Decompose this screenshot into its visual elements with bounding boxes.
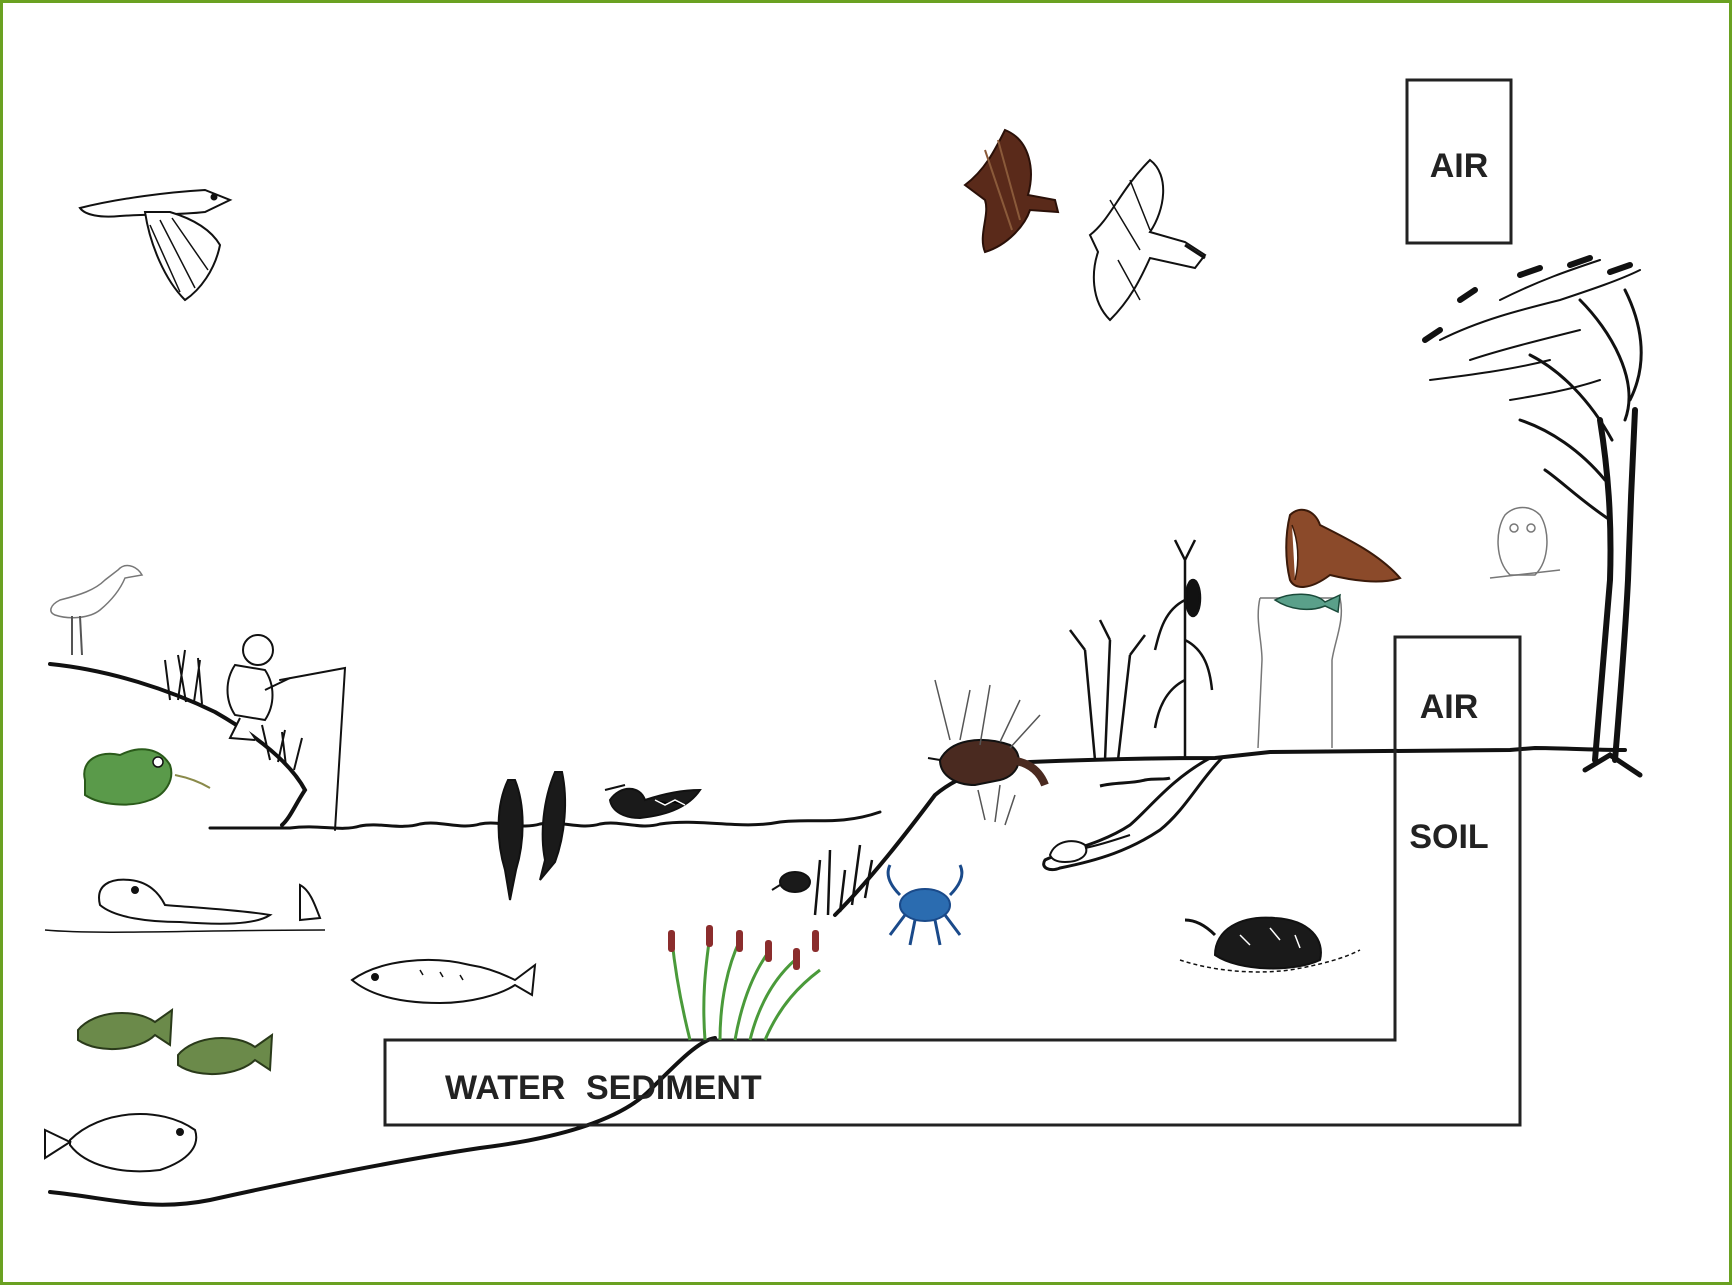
- turtle-icon: [772, 872, 810, 892]
- air-soil-water-box: [385, 637, 1520, 1125]
- mouse-burrow-icon: [1050, 835, 1130, 862]
- label-sediment: SEDIMENT: [586, 1069, 762, 1107]
- wheat-icon: [1070, 620, 1145, 760]
- fishing-line: [280, 668, 345, 830]
- duck-diving-icon: [499, 772, 565, 900]
- label-boxes: [385, 80, 1520, 1125]
- hawk-gray-icon: [1090, 160, 1205, 320]
- osprey-post: [1258, 598, 1341, 748]
- hawk-flying-icon: [80, 190, 230, 300]
- owl-icon: [1490, 508, 1560, 579]
- label-air-top: AIR: [1430, 147, 1489, 185]
- hawk-brown-icon: [965, 130, 1058, 252]
- corn-icon: [1155, 540, 1212, 758]
- raccoon-icon: [928, 740, 1045, 785]
- blue-crab-icon: [888, 865, 962, 945]
- flounder-icon: [45, 1114, 196, 1171]
- fisherman-icon: [228, 635, 291, 740]
- trout-icon: [352, 960, 535, 1003]
- cattail-icon: [668, 925, 820, 1040]
- earthworm-icon: [1100, 778, 1170, 786]
- label-soil: SOIL: [1409, 818, 1488, 856]
- frog-icon: [84, 749, 210, 804]
- snapping-turtle-nest-icon: [1180, 918, 1360, 972]
- osprey-icon: [1275, 510, 1400, 612]
- egret-icon: [51, 566, 142, 655]
- label-water: WATER: [445, 1069, 565, 1107]
- sunfish-icon: [78, 1010, 272, 1074]
- label-air: AIR: [1420, 688, 1479, 726]
- loon-icon: [605, 785, 700, 818]
- otter-icon: [45, 880, 325, 933]
